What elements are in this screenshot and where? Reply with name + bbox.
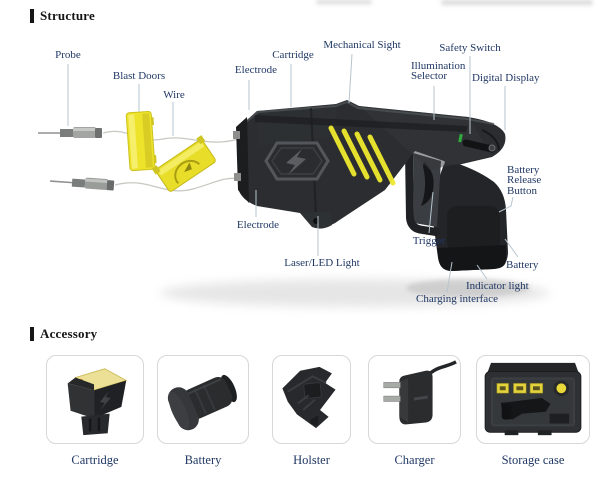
accessory-label-battery: Battery: [184, 453, 222, 467]
label-digital-display: Digital Display: [472, 72, 540, 84]
probe-illustration: [38, 127, 115, 191]
label-illumination-selector: Illumination Selector: [411, 60, 466, 83]
taser-illustration: [233, 100, 508, 271]
label-charging-interface: Charging interface: [416, 293, 498, 305]
accessory-card-charger: [368, 355, 461, 444]
label-laser-led-light: Laser/LED Light: [284, 257, 360, 269]
leader-lines: [67, 53, 519, 293]
label-wire: Wire: [163, 89, 185, 101]
accessory-card-cartridge: [46, 355, 144, 444]
accessory-card-battery: [157, 355, 249, 444]
label-probe: Probe: [55, 49, 81, 61]
label-blast-doors: Blast Doors: [112, 70, 166, 82]
accessory-label-cartridge: Cartridge: [71, 453, 119, 467]
accessory-heading-text: Accessory: [40, 326, 98, 341]
storage-case-image: [484, 362, 582, 436]
heading-bar-icon: [30, 327, 34, 341]
wire-illustration: [102, 130, 240, 192]
label-battery: Battery: [506, 259, 539, 271]
charger-image: [383, 360, 457, 425]
accessory-card-holster: [272, 355, 351, 444]
label-safety-switch: Safety Switch: [439, 42, 501, 54]
accessory-label-holster: Holster: [293, 453, 330, 467]
battery-image: [167, 374, 237, 431]
label-mechanical-sight: Mechanical Sight: [323, 39, 401, 51]
accessory-card-storage-case: [476, 355, 590, 444]
structure-diagram-art: [38, 53, 550, 307]
label-cartridge: Cartridge: [272, 49, 314, 61]
top-edge-artifact: [441, 0, 593, 5]
cartridge-image: [67, 368, 128, 436]
top-edge-artifact: [316, 0, 372, 4]
gun-shadow: [160, 279, 550, 307]
accessory-section-heading: Accessory: [30, 326, 97, 342]
structure-heading-text: Structure: [40, 8, 95, 23]
label-trigger: Trigger: [412, 235, 446, 247]
holster-image: [281, 366, 336, 429]
blast-doors-illustration: [125, 110, 216, 192]
structure-section-heading: Structure: [30, 8, 95, 24]
heading-bar-icon: [30, 9, 34, 23]
label-electrode-top: Electrode: [234, 64, 278, 76]
accessory-label-charger: Charger: [394, 453, 435, 467]
label-indicator-light: Indicator light: [466, 280, 529, 292]
label-electrode-bottom: Electrode: [236, 219, 280, 231]
accessory-label-storage-case: Storage case: [501, 453, 565, 467]
label-battery-release-button: Battery Release Button: [507, 164, 542, 197]
